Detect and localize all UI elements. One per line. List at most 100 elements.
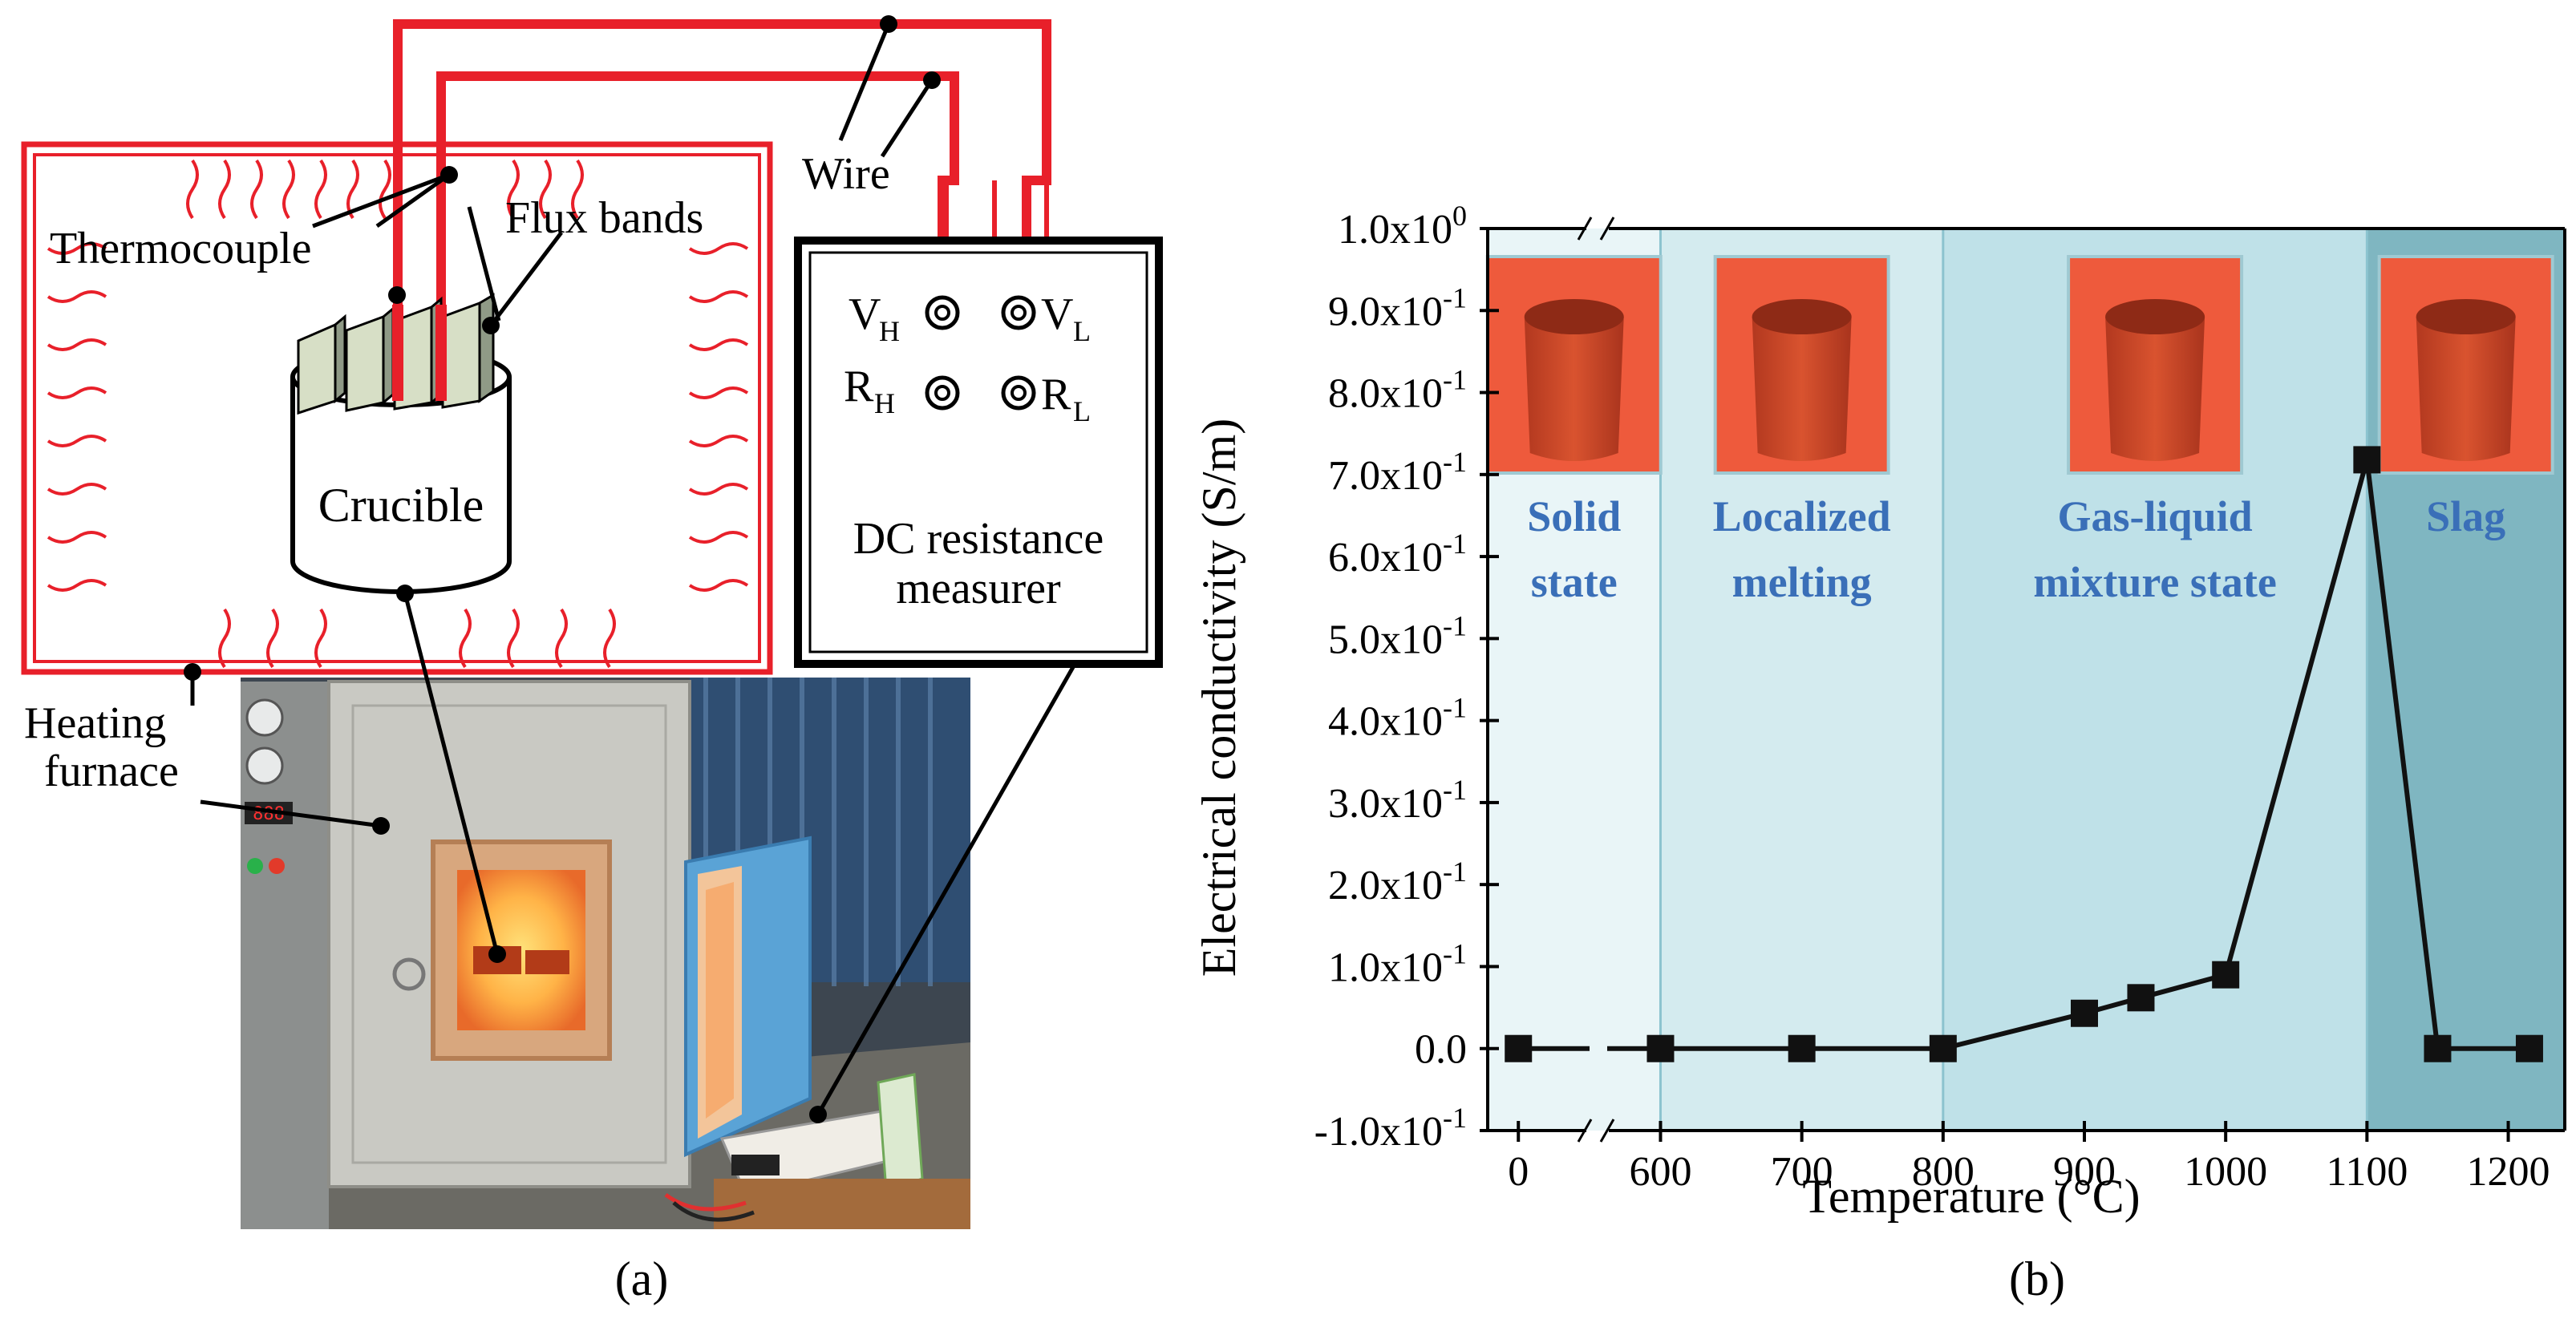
y-tick-label: 3.0x10-1 (1328, 774, 1467, 827)
coil-left (47, 386, 107, 399)
data-point (2127, 984, 2155, 1012)
coil-top (186, 159, 199, 220)
coil-top (507, 159, 520, 220)
panel-b: SolidstateLocalizedmeltingGas-liquidmixt… (1193, 200, 2566, 1305)
x-tick-label: 1000 (2184, 1149, 2267, 1195)
coil-left (47, 242, 107, 255)
coil-bottom (459, 608, 472, 669)
data-point (1646, 1034, 1675, 1062)
coil-top (314, 159, 327, 220)
caption-a: (a) (615, 1252, 669, 1305)
flux-bands-label: Flux bands (505, 193, 703, 243)
y-tick-label: 0.0 (1415, 1027, 1467, 1073)
coil-top (539, 159, 552, 220)
series-line (1942, 1010, 2085, 1051)
y-tick-labels: -1.0x10-1 0.0 1.0x10-1 2.0x10-1 3.0x10-1 4.0x… (1314, 200, 1467, 1155)
svg-text:H: H (874, 387, 895, 419)
svg-text:H: H (879, 315, 900, 347)
coil-bottom (218, 608, 231, 669)
y-tick-label: 9.0x10-1 (1328, 281, 1467, 334)
svg-text:L: L (1073, 395, 1091, 427)
y-tick-label: 2.0x10-1 (1328, 856, 1467, 908)
coil-right (688, 435, 749, 447)
y-tick-label: -1.0x10-1 (1314, 1102, 1467, 1155)
coil-bottom (266, 608, 279, 669)
region-photo (1485, 255, 1663, 475)
heating-furnace-label-line2: furnace (44, 746, 179, 796)
heating-furnace-label-line1: Heating (24, 698, 166, 748)
coil-top (571, 159, 584, 220)
svg-text:V: V (1041, 289, 1073, 339)
coil-left (47, 483, 107, 496)
region-label: Slag (2426, 492, 2505, 540)
caption-b: (b) (2009, 1252, 2065, 1305)
series-line (2364, 459, 2440, 1050)
x-tick-label: 600 (1629, 1149, 1691, 1195)
data-point (2071, 999, 2098, 1027)
coil-right (688, 242, 749, 255)
region-photo (2067, 255, 2244, 475)
terminal-vh: V H (849, 289, 960, 347)
region-label: melting (1732, 558, 1872, 606)
coil-top (379, 159, 391, 220)
y-tick-label: 1.0x10-1 (1328, 937, 1467, 990)
y-axis-label: Electrical conductivity (S/m) (1193, 419, 1245, 977)
coil-top (218, 159, 231, 220)
coil-left (47, 531, 107, 544)
y-tick-label: 6.0x10-1 (1328, 528, 1467, 581)
region-label: Gas-liquid (2058, 492, 2253, 540)
region-label: state (1531, 558, 1618, 606)
coil-right (688, 483, 749, 496)
svg-text:L: L (1073, 315, 1091, 347)
furnace-photo: 888 (241, 678, 970, 1229)
chart-series (1505, 446, 2543, 1062)
svg-text:V: V (849, 289, 881, 339)
region-label: Solid (1527, 492, 1621, 540)
x-tick-label: 900 (2053, 1149, 2116, 1195)
leader-dots (184, 15, 941, 1123)
wire-label: Wire (802, 149, 890, 199)
coil-top (346, 159, 359, 220)
coil-right (688, 290, 749, 303)
coil-left (47, 579, 107, 592)
axis-break-mark (1577, 216, 1593, 241)
axis-break-mark (1599, 216, 1615, 241)
svg-text:R: R (1041, 370, 1071, 419)
leader-lines (190, 23, 1075, 1116)
y-tick-label: 8.0x10-1 (1328, 364, 1467, 417)
data-point (2424, 1034, 2452, 1062)
thermocouple-label: Thermocouple (50, 224, 312, 273)
coil-left (47, 338, 107, 351)
coil-right (688, 579, 749, 592)
terminal-rl: R L (1001, 370, 1091, 427)
x-tick-label: 700 (1771, 1149, 1833, 1195)
crucible-label: Crucible (318, 479, 484, 532)
region-photos (1485, 255, 2554, 475)
series-line (2140, 972, 2226, 1001)
x-tick-label: 1100 (2326, 1149, 2408, 1195)
series-line (2223, 459, 2370, 976)
y-tick-label: 5.0x10-1 (1328, 609, 1467, 662)
x-tick-label: 1200 (2467, 1149, 2550, 1195)
region-label: Localized (1713, 492, 1891, 540)
coil-bottom (603, 608, 616, 669)
chart-axes (1480, 216, 2566, 1143)
coil-right (688, 531, 749, 544)
axis-break-mark (1599, 1119, 1615, 1143)
y-tick-label: 1.0x100 (1338, 200, 1467, 253)
data-point (1929, 1034, 1957, 1062)
x-tick-label: 0 (1508, 1149, 1529, 1195)
panel-a: 888 (21, 15, 1163, 1305)
data-point (2515, 1034, 2543, 1062)
dc-measurer-label-line1: DC resistance (853, 514, 1104, 564)
data-point (2212, 961, 2240, 989)
terminal-vl: V L (1001, 289, 1091, 347)
region-labels: SolidstateLocalizedmeltingGas-liquidmixt… (1527, 492, 2505, 606)
coil-left (47, 435, 107, 447)
dc-measurer: V H V L R H R L DC resistance measurer (794, 237, 1163, 668)
y-tick-label: 4.0x10-1 (1328, 692, 1467, 745)
y-tick-label: 7.0x10-1 (1328, 446, 1467, 499)
terminal-rh: R H (844, 362, 960, 419)
